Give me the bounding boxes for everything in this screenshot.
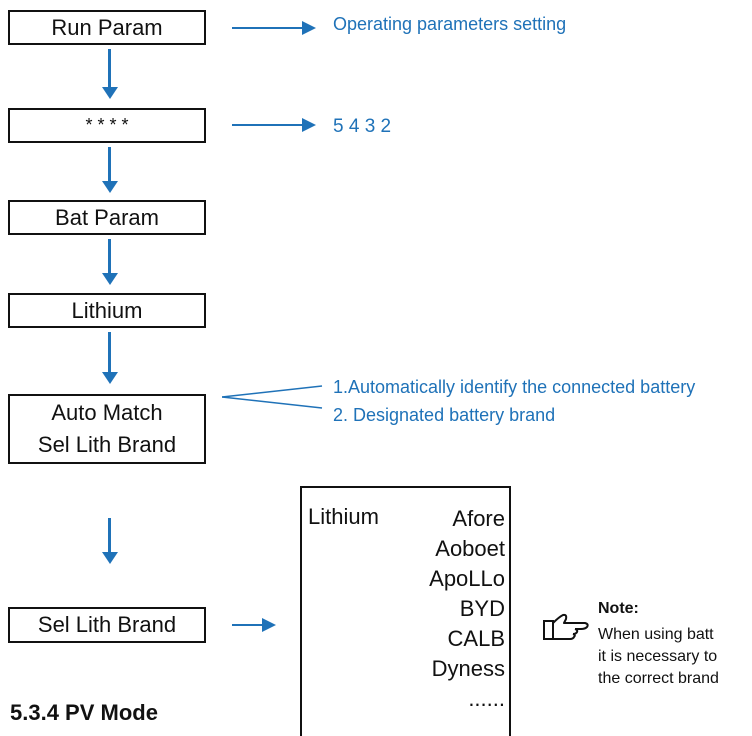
right-arrow-run-param — [232, 21, 316, 35]
brand-item: Afore — [452, 506, 505, 531]
down-arrow-5 — [102, 518, 118, 564]
option-2-text: 2. Designated battery brand — [333, 405, 556, 425]
brand-list: Afore Aoboet ApoLLo BYD CALB Dyness ....… — [429, 504, 505, 714]
auto-match-label: Auto Match — [51, 400, 163, 425]
option-bracket — [222, 385, 323, 409]
lithium-label: Lithium — [71, 297, 143, 323]
brand-item: Aoboet — [435, 536, 505, 561]
right-arrow-sel-lith-brand — [232, 618, 276, 632]
bat-param-box: Bat Param — [8, 200, 206, 235]
brand-item: CALB — [447, 626, 505, 651]
run-param-desc: Operating parameters setting — [333, 14, 567, 34]
brand-list-box: Lithium Afore Aoboet ApoLLo BYD CALB Dyn… — [300, 486, 511, 736]
sel-lith-brand-label-2: Sel Lith Brand — [37, 612, 177, 637]
password-desc: 5 4 3 2 — [333, 116, 392, 137]
section-title: 5.3.4 PV Mode — [10, 700, 158, 725]
down-arrow-4 — [102, 332, 118, 384]
sel-lith-brand-box: Sel Lith Brand — [8, 607, 206, 643]
password-label: * * * * — [85, 115, 129, 135]
note-line-3: the correct brand — [598, 670, 719, 687]
note-line-2: it is necessary to — [598, 648, 718, 665]
bat-param-label: Bat Param — [55, 204, 159, 230]
brand-item: Dyness — [431, 656, 505, 681]
right-arrow-password — [232, 118, 316, 132]
brand-list-label: Lithium — [308, 504, 379, 529]
down-arrow-3 — [102, 239, 118, 285]
note-line-1: When using batt — [598, 626, 714, 643]
down-arrow-2 — [102, 147, 118, 193]
down-arrow-1 — [102, 49, 118, 99]
brand-item: BYD — [459, 596, 505, 621]
sel-lith-brand-label: Sel Lith Brand — [37, 432, 177, 457]
auto-match-box: Auto Match Sel Lith Brand — [8, 394, 206, 464]
pointing-hand-icon — [543, 613, 589, 640]
note-title: Note: — [598, 600, 639, 617]
run-param-label: Run Param — [51, 14, 163, 40]
brand-item: ...... — [468, 686, 505, 711]
lithium-box: Lithium — [8, 293, 206, 328]
note-text: When using batt it is necessary to the c… — [598, 624, 719, 690]
run-param-box: Run Param — [8, 10, 206, 45]
option-1-text: 1.Automatically identify the connected b… — [333, 377, 696, 397]
brand-item: ApoLLo — [429, 566, 505, 591]
password-box: * * * * — [8, 108, 206, 143]
